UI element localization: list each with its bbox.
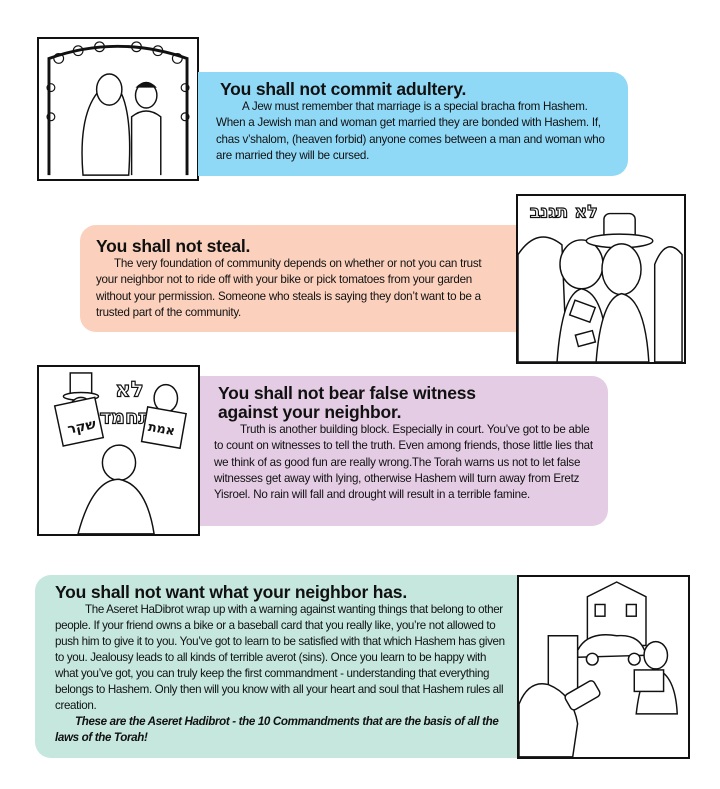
false-witness-illustration: לא תחמד שקר אמת xyxy=(37,365,200,536)
section-false-witness: You shall not bear false witness against… xyxy=(200,376,608,526)
section-adultery: You shall not commit adultery. A Jew mus… xyxy=(198,72,628,176)
wedding-illustration xyxy=(37,37,199,181)
illustration-caption: לא תגנב xyxy=(530,202,598,222)
covet-illustration xyxy=(517,575,690,759)
illustration-caption-1: לא xyxy=(115,377,144,402)
section-title: You shall not commit adultery. xyxy=(220,79,467,99)
pickpocket-drawing: לא תגנב xyxy=(518,202,683,362)
sign-text-lie: שקר xyxy=(66,416,98,438)
section-title: You shall not want what your neighbor ha… xyxy=(55,582,407,602)
witnesses-drawing: לא תחמד שקר אמת xyxy=(53,372,187,534)
stealing-illustration: לא תגנב xyxy=(516,194,686,364)
section-body: Truth is another building block. Especia… xyxy=(214,423,593,502)
envy-drawing xyxy=(519,581,679,757)
section-body: The very foundation of community depends… xyxy=(96,257,482,319)
section-covet: You shall not want what your neighbor ha… xyxy=(35,575,566,758)
illustration-caption-2: תחמד xyxy=(99,406,151,429)
sign-text-truth: אמת xyxy=(147,419,176,438)
section-title: You shall not steal. xyxy=(96,236,251,256)
chuppah-drawing xyxy=(46,41,190,176)
section-body: A Jew must remember that marriage is a s… xyxy=(216,100,605,162)
section-steal: You shall not steal. The very foundation… xyxy=(80,225,520,332)
closing-statement: These are the Aseret Hadibrot - the 10 C… xyxy=(55,715,499,744)
section-title: You shall not bear false witness against… xyxy=(218,383,476,422)
section-body: The Aseret HaDibrot wrap up with a warni… xyxy=(55,603,505,712)
